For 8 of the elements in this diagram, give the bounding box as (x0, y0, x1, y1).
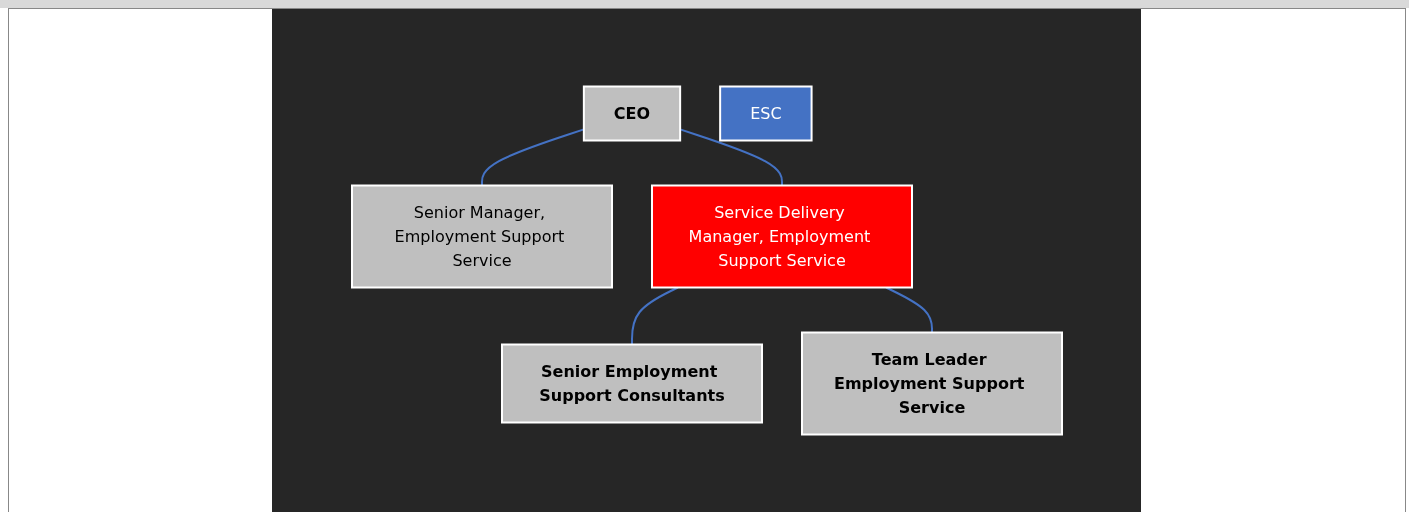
chart-background: CEO Senior Manager, Employment Support Service Service Delivery Manager, Employment Support Service Senior Employment Support Consultants Team Leader Employment Support Service ESC (272, 9, 1141, 512)
node-box (500, 343, 763, 424)
node-box (650, 184, 913, 289)
node-box (800, 331, 1063, 436)
node-box (582, 85, 681, 142)
node-box (350, 184, 613, 289)
node-box (718, 85, 813, 142)
connector (630, 286, 679, 346)
